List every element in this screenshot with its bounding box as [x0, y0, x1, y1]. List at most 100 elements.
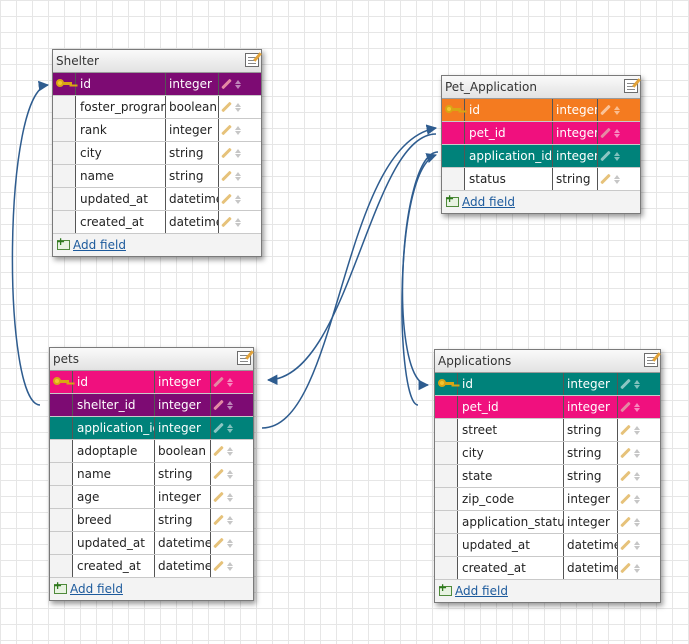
edit-field-icon[interactable] — [221, 147, 232, 159]
edit-field-icon[interactable] — [620, 447, 631, 459]
edit-field-icon[interactable] — [213, 376, 224, 388]
reorder-field-icon[interactable] — [227, 469, 233, 479]
add-field-row[interactable]: Add field — [435, 580, 660, 602]
reorder-field-icon[interactable] — [614, 174, 620, 184]
table-header[interactable]: pets — [50, 348, 253, 371]
edit-field-icon[interactable] — [620, 378, 631, 390]
reorder-field-icon[interactable] — [614, 105, 620, 115]
edit-field-icon[interactable] — [600, 150, 611, 162]
reorder-field-icon[interactable] — [634, 540, 640, 550]
reorder-field-icon[interactable] — [235, 125, 241, 135]
reorder-field-icon[interactable] — [634, 471, 640, 481]
edit-field-icon[interactable] — [213, 468, 224, 480]
edit-field-icon[interactable] — [213, 537, 224, 549]
edit-field-icon[interactable] — [600, 173, 611, 185]
reorder-field-icon[interactable] — [614, 151, 620, 161]
edit-field-icon[interactable] — [600, 104, 611, 116]
reorder-field-icon[interactable] — [235, 79, 241, 89]
edit-table-icon[interactable] — [245, 53, 259, 67]
reorder-field-icon[interactable] — [235, 171, 241, 181]
reorder-field-icon[interactable] — [227, 492, 233, 502]
add-field-link[interactable]: Add field — [455, 584, 508, 598]
add-field-icon[interactable] — [445, 192, 459, 207]
edit-field-icon[interactable] — [221, 124, 232, 136]
add-field-row[interactable]: Add field — [442, 191, 640, 213]
table-header[interactable]: Shelter — [53, 50, 261, 73]
edit-field-icon[interactable] — [221, 193, 232, 205]
reorder-field-icon[interactable] — [227, 561, 233, 571]
table-header[interactable]: Pet_Application — [442, 76, 640, 99]
add-field-link[interactable]: Add field — [462, 195, 515, 209]
reorder-field-icon[interactable] — [634, 425, 640, 435]
add-field-icon[interactable] — [438, 581, 452, 596]
edit-field-icon[interactable] — [213, 491, 224, 503]
edit-field-icon[interactable] — [620, 493, 631, 505]
reorder-field-icon[interactable] — [634, 379, 640, 389]
edit-table-icon[interactable] — [237, 351, 251, 365]
reorder-field-icon[interactable] — [634, 448, 640, 458]
reorder-field-icon[interactable] — [614, 128, 620, 138]
edit-field-icon[interactable] — [221, 170, 232, 182]
add-field-link[interactable]: Add field — [70, 582, 123, 596]
add-field-icon[interactable] — [56, 235, 70, 250]
reorder-field-icon[interactable] — [634, 402, 640, 412]
edit-field-icon[interactable] — [213, 560, 224, 572]
reorder-field-icon[interactable] — [227, 446, 233, 456]
edit-field-icon[interactable] — [213, 514, 224, 526]
reorder-field-icon[interactable] — [227, 377, 233, 387]
reorder-field-icon[interactable] — [634, 494, 640, 504]
reorder-field-icon[interactable] — [235, 217, 241, 227]
edit-field-icon[interactable] — [620, 424, 631, 436]
reorder-field-icon[interactable] — [634, 563, 640, 573]
edit-field-icon[interactable] — [620, 562, 631, 574]
reorder-field-icon[interactable] — [235, 102, 241, 112]
reorder-field-icon[interactable] — [227, 423, 233, 433]
reorder-field-icon[interactable] — [634, 517, 640, 527]
reorder-field-icon[interactable] — [227, 515, 233, 525]
add-field-icon[interactable] — [53, 579, 67, 594]
edit-field-icon[interactable] — [620, 470, 631, 482]
reorder-field-icon[interactable] — [235, 194, 241, 204]
edit-field-icon[interactable] — [213, 422, 224, 434]
edit-field-icon[interactable] — [620, 539, 631, 551]
edit-field-icon[interactable] — [221, 101, 232, 113]
edit-field-icon[interactable] — [221, 78, 232, 90]
edit-field-icon[interactable] — [620, 401, 631, 413]
edit-field-icon[interactable] — [213, 399, 224, 411]
edit-field-icon[interactable] — [620, 516, 631, 528]
edit-field-icon[interactable] — [221, 216, 232, 228]
edit-table-icon[interactable] — [644, 353, 658, 367]
edit-field-icon[interactable] — [600, 127, 611, 139]
